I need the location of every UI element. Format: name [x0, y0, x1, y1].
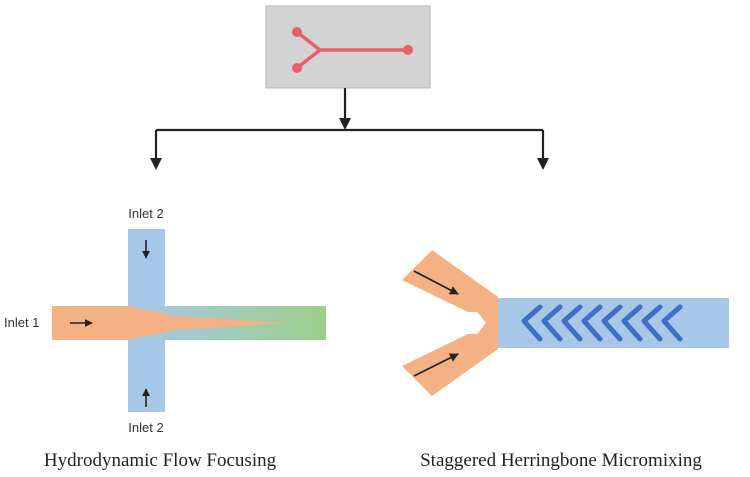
- herringbone-mixer-device: [402, 250, 729, 396]
- y-junction: [468, 297, 498, 349]
- inlet-top-label: Inlet 2: [128, 206, 163, 221]
- flow-arrow-icon: [413, 270, 459, 295]
- y-inlet-upper: [402, 250, 498, 312]
- inlet-bottom-label: Inlet 2: [128, 420, 163, 435]
- microfluidic-chip-icon: [265, 5, 431, 89]
- inlet-left-label: Inlet 1: [4, 315, 39, 330]
- y-inlet-lower: [402, 334, 498, 396]
- herringbone-grooves: [521, 304, 683, 342]
- branch-connector: [150, 88, 549, 170]
- caption-herringbone: Staggered Herringbone Micromixing: [420, 450, 702, 471]
- flow-focusing-device: [52, 229, 326, 412]
- flow-arrow-icon: [413, 353, 459, 377]
- mixing-channel: [498, 298, 729, 348]
- focused-core-stream: [128, 306, 290, 340]
- caption-flow-focusing: Hydrodynamic Flow Focusing: [44, 450, 277, 471]
